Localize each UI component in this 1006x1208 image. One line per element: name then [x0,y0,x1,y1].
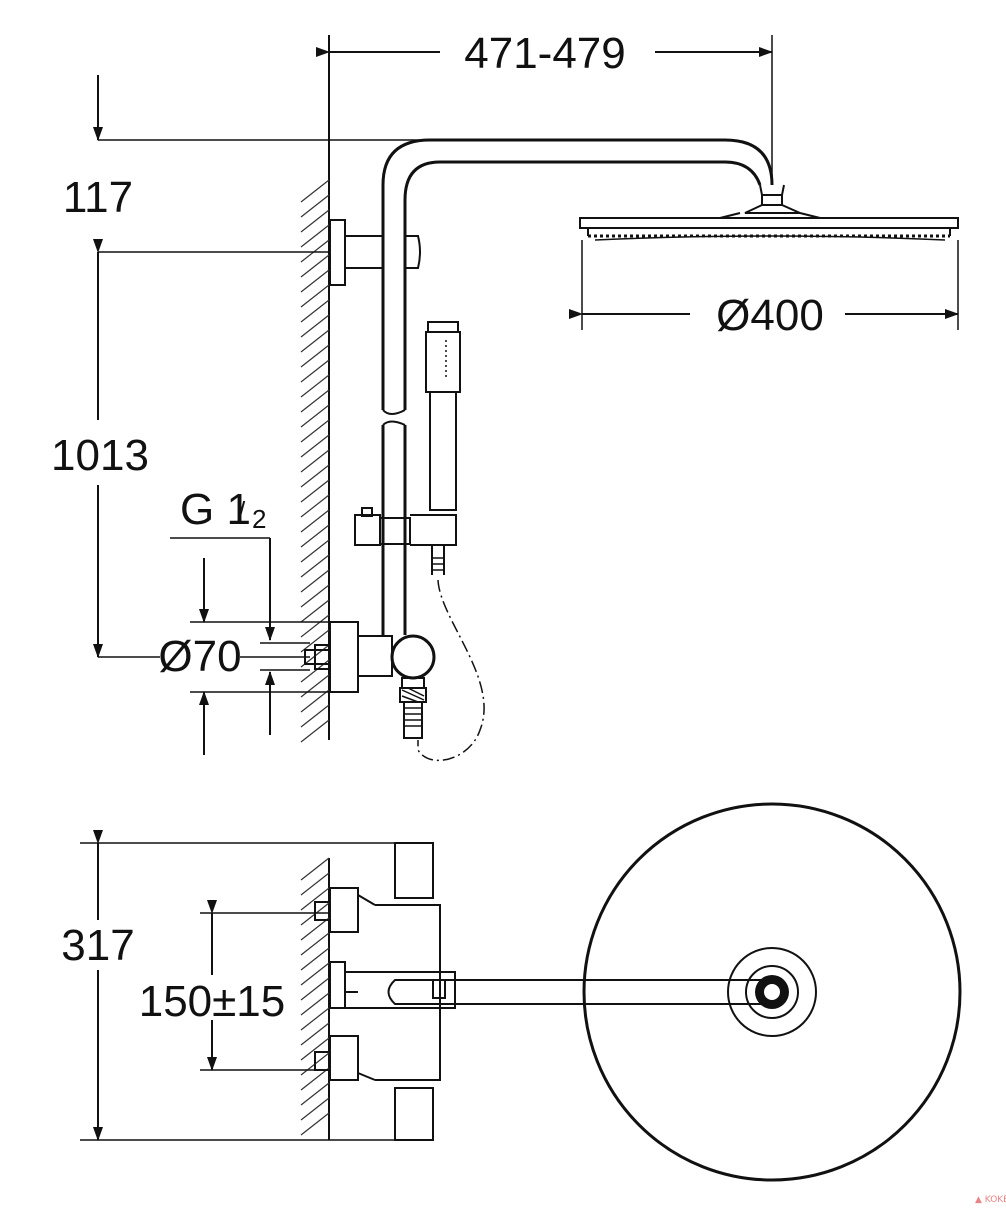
wall-hatch-line [300,179,330,203]
centers-label: 150±15 [139,977,286,1026]
slide-holder [354,507,457,575]
wall-hatch-line [300,254,330,278]
wall-hatch-top [300,857,330,1140]
wall-hatch-line [300,374,330,398]
wall-hatch-line [300,554,330,578]
wall-hatch-line [300,719,330,743]
head-diameter-dimension: Ø400 [569,240,959,340]
top-view: 317 150±15 [61,802,1006,1205]
thread-dimension: G 1 / 2 [170,485,310,735]
wall-hatch-line [300,977,330,1001]
wall-hatch-line [300,314,330,338]
wall-hatch-line [300,932,330,956]
riser-rail [381,409,407,635]
wall-hatch-line [300,449,330,473]
wall-hatch-line [300,224,330,248]
flange-dimension: Ø70 [158,558,330,755]
wall-hatch-line [300,299,330,323]
wall-hatch-line [300,524,330,548]
arm-projection-dimension: 471-479 [316,29,773,180]
upper-wall-bracket [329,219,421,286]
wall-hatch-line [300,569,330,593]
wall-hatch-line [300,419,330,443]
top-offset-dimension: 117 [63,75,445,253]
wall-hatch-line [300,704,330,728]
wall-hatch-line [300,194,330,218]
bar-height-label: 1013 [51,431,149,480]
head-diameter-label: Ø400 [716,291,824,340]
depth-dimension: 317 [61,830,395,1141]
wall-hatch-line [300,239,330,263]
wall-hatch-line [300,509,330,533]
wall-hatch-line [300,464,330,488]
watermark: ▲ KOKETIA [975,1195,1006,1205]
wall-hatch-line [300,917,330,941]
bar-height-dimension: 1013 [51,239,310,658]
wall-hatch-line [300,584,330,608]
wall-hatch-line [300,1022,330,1046]
mixer-body-top [314,842,456,1141]
wall-hatch-line [300,359,330,383]
thread-denominator: 2 [252,504,266,534]
wall-hatch-line [300,479,330,503]
wall-hatch-line [300,344,330,368]
wall-hatch-line [300,872,330,896]
wall-hatch-line [300,947,330,971]
wall-hatch-line [300,404,330,428]
wall-hatch-line [300,284,330,308]
side-view: 471-479 117 1013 [51,29,959,761]
wall-hatch-line [300,674,330,698]
wall-hatch-line [300,599,330,623]
wall-hatch-line [300,539,330,563]
thread-label: G 1 [180,485,251,534]
wall-hatch-line [300,1007,330,1031]
wall-hatch-line [300,962,330,986]
shower-head-top [582,802,962,1182]
shower-head-side [579,217,959,241]
wall-hatch-line [300,1037,330,1061]
wall-hatch-line [300,992,330,1016]
wall-hatch-line [300,629,330,653]
flange-diameter-label: Ø70 [158,632,241,681]
wall-hatch-line [300,389,330,413]
wall-hatch-line [300,1082,330,1106]
wall-hatch-line [300,614,330,638]
wall-hatch-line [300,209,330,233]
hand-shower [425,321,461,511]
wall-hatch-line [300,1067,330,1091]
centers-dimension: 150±15 [139,900,330,1071]
wall-hatch-line [300,689,330,713]
thread-fraction-slash: / [238,496,246,526]
wall-hatch-line [300,269,330,293]
top-offset-label: 117 [63,173,133,222]
wall-hatch-line [300,494,330,518]
depth-label: 317 [61,921,134,970]
wall-hatch-line [300,329,330,353]
wall-hatch-side [300,35,330,743]
hose [417,579,485,761]
diverter-unit [304,621,436,739]
wall-hatch-line [300,434,330,458]
wall-hatch-line [300,1112,330,1136]
wall-hatch-line [300,1097,330,1121]
arm-projection-label: 471-479 [464,29,625,78]
wall-hatch-line [300,887,330,911]
wall-hatch-line [300,857,330,881]
shower-arm [381,138,821,410]
